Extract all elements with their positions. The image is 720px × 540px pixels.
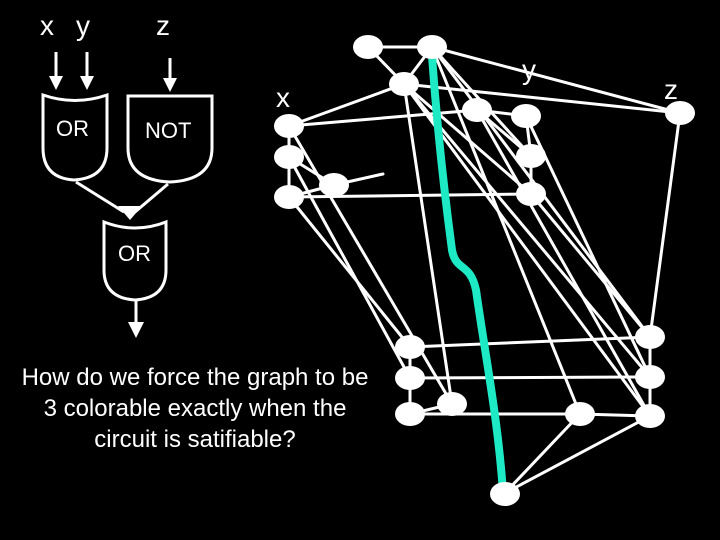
graph-node xyxy=(417,35,447,59)
graph-node xyxy=(274,145,304,169)
graph-edge xyxy=(287,82,406,128)
or-gate-bottom-label: OR xyxy=(118,241,151,266)
graph-node xyxy=(395,402,425,426)
question-text: How do we force the graph to be 3 colora… xyxy=(21,364,369,453)
graph-node xyxy=(516,182,546,206)
graph-edge xyxy=(287,195,412,349)
input-arrow-x-head xyxy=(49,76,63,90)
graph-node xyxy=(319,173,349,197)
output-arrow-head xyxy=(128,322,144,338)
graph-edge xyxy=(402,82,682,115)
graph-node xyxy=(635,404,665,428)
graph-edge xyxy=(402,82,652,379)
graph-node xyxy=(437,392,467,416)
input-label-x: x xyxy=(40,10,54,41)
graph-edge xyxy=(430,45,682,115)
wire-or-to-or xyxy=(75,180,125,214)
graph-node xyxy=(635,365,665,389)
or-gate-bottom xyxy=(102,219,168,302)
or-gate-top xyxy=(41,92,109,182)
graph-edge xyxy=(287,155,412,380)
graph-node xyxy=(274,185,304,209)
graph-node xyxy=(490,482,520,506)
circuit xyxy=(41,52,214,338)
not-gate xyxy=(126,94,214,184)
graph-node xyxy=(565,402,595,426)
graph-nodes xyxy=(274,35,695,506)
graph-node xyxy=(511,104,541,128)
graph-edge xyxy=(648,111,682,339)
graph-edge xyxy=(529,192,652,339)
graph-edge xyxy=(287,108,479,128)
graph-label-y: y xyxy=(522,54,536,85)
graph-edge xyxy=(430,45,582,416)
graph-edge xyxy=(408,335,652,349)
graph-node xyxy=(395,335,425,359)
graph-label-x: x xyxy=(276,82,290,113)
graph-edge xyxy=(503,412,582,495)
graph-node xyxy=(516,144,546,168)
graph-edge xyxy=(408,375,652,380)
graph-node xyxy=(462,98,492,122)
graph-edge xyxy=(402,82,652,418)
graph-edge xyxy=(475,108,652,418)
highlighted-path xyxy=(428,52,507,496)
graph-node xyxy=(395,366,425,390)
graph-edge xyxy=(402,82,454,406)
input-arrow-y-head xyxy=(80,76,94,90)
graph-node xyxy=(389,72,419,96)
graph-node xyxy=(353,35,383,59)
input-label-z: z xyxy=(156,10,170,41)
or-gate-top-label: OR xyxy=(56,116,89,141)
graph-edge xyxy=(503,414,652,495)
graph-edge xyxy=(524,114,652,379)
graph-label-z: z xyxy=(664,74,678,105)
not-gate-label: NOT xyxy=(145,118,192,143)
graph-node xyxy=(635,325,665,349)
input-label-y: y xyxy=(76,10,90,41)
graph-node xyxy=(665,101,695,125)
merge-arrow-head xyxy=(118,206,142,220)
graph-edge xyxy=(287,124,454,406)
graph-node xyxy=(274,114,304,138)
input-arrow-z-head xyxy=(163,78,177,92)
